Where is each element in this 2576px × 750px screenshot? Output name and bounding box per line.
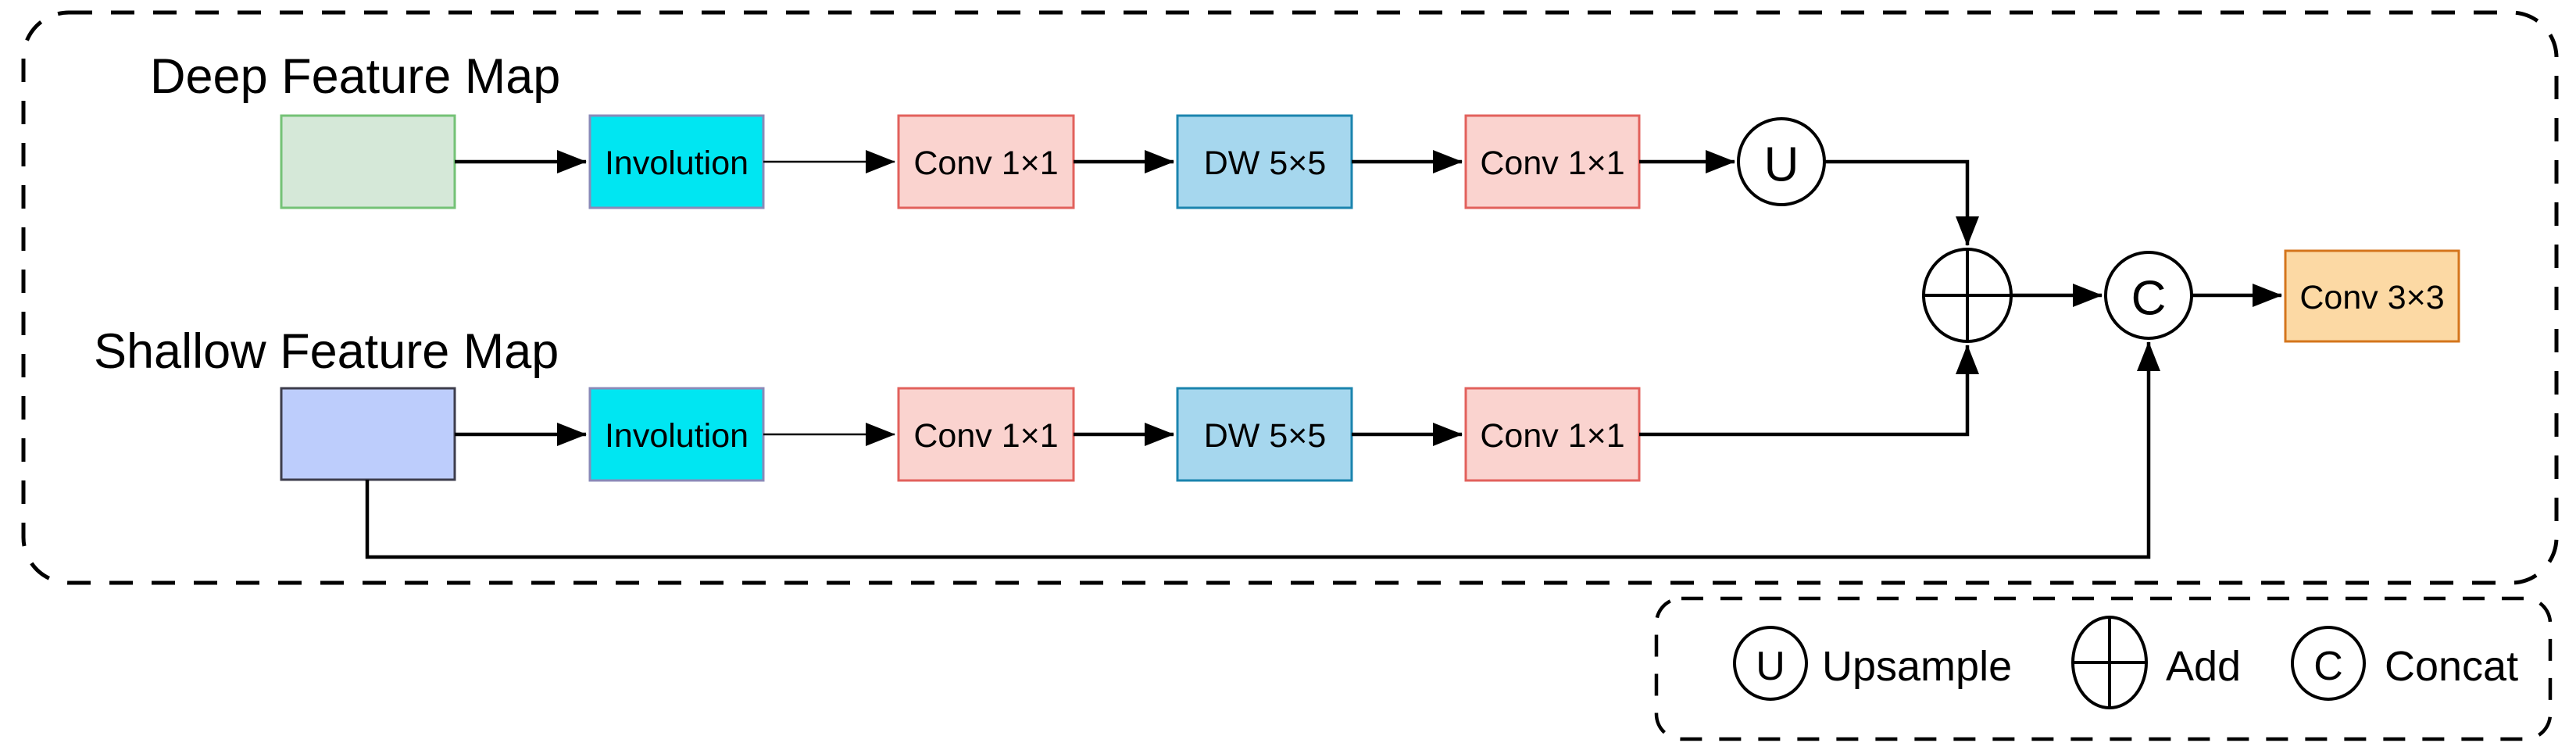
conv3x3-box <box>2284 249 2460 343</box>
legend-concat-circle <box>2291 626 2366 701</box>
arrow-upsample-to-add <box>1824 159 1979 246</box>
deep-conv1x1-b-box <box>1464 114 1641 209</box>
arrow-shallow-skip-to-concat <box>365 341 2160 559</box>
deep-conv1x1-b-label: Conv 1×1 <box>1480 145 1624 182</box>
shallow-input-box <box>280 387 456 481</box>
deep-branch-title: Deep Feature Map <box>150 49 560 104</box>
deep-conv1x1-a-box <box>897 114 1075 209</box>
arrow-shallow-conv2-to-add <box>1639 345 1979 437</box>
shallow-branch-title: Shallow Feature Map <box>94 324 559 379</box>
shallow-dw5x5-box <box>1176 387 1353 482</box>
legend-add-label: Add <box>2166 643 2241 690</box>
deep-input-box <box>280 114 456 209</box>
legend-concat-label: Concat <box>2385 643 2518 690</box>
legend: U Upsample Add C Concat <box>1654 596 2553 741</box>
legend-upsample-circle <box>1733 626 1808 701</box>
deep-involution-label: Involution <box>605 145 749 182</box>
deep-involution-box <box>588 114 765 209</box>
deep-dw5x5-label: DW 5×5 <box>1204 145 1327 182</box>
conv3x3-label: Conv 3×3 <box>2299 279 2444 316</box>
shallow-involution-box <box>588 387 765 482</box>
deep-conv1x1-a-label: Conv 1×1 <box>913 145 1058 182</box>
legend-upsample-label: Upsample <box>1822 643 2012 690</box>
concat-node-label: C <box>2131 272 2167 326</box>
module-boundary <box>21 10 2559 585</box>
shallow-dw5x5-label: DW 5×5 <box>1204 417 1327 455</box>
shallow-conv1x1-a-label: Conv 1×1 <box>913 417 1058 455</box>
legend-upsample-symbol: U <box>1756 644 1785 689</box>
shallow-conv1x1-a-box <box>897 387 1075 482</box>
upsample-node-label: U <box>1764 138 1799 192</box>
legend-concat-symbol: C <box>2313 644 2343 689</box>
shallow-involution-label: Involution <box>605 417 749 455</box>
shallow-conv1x1-b-box <box>1464 387 1641 482</box>
shallow-conv1x1-b-label: Conv 1×1 <box>1480 417 1624 455</box>
